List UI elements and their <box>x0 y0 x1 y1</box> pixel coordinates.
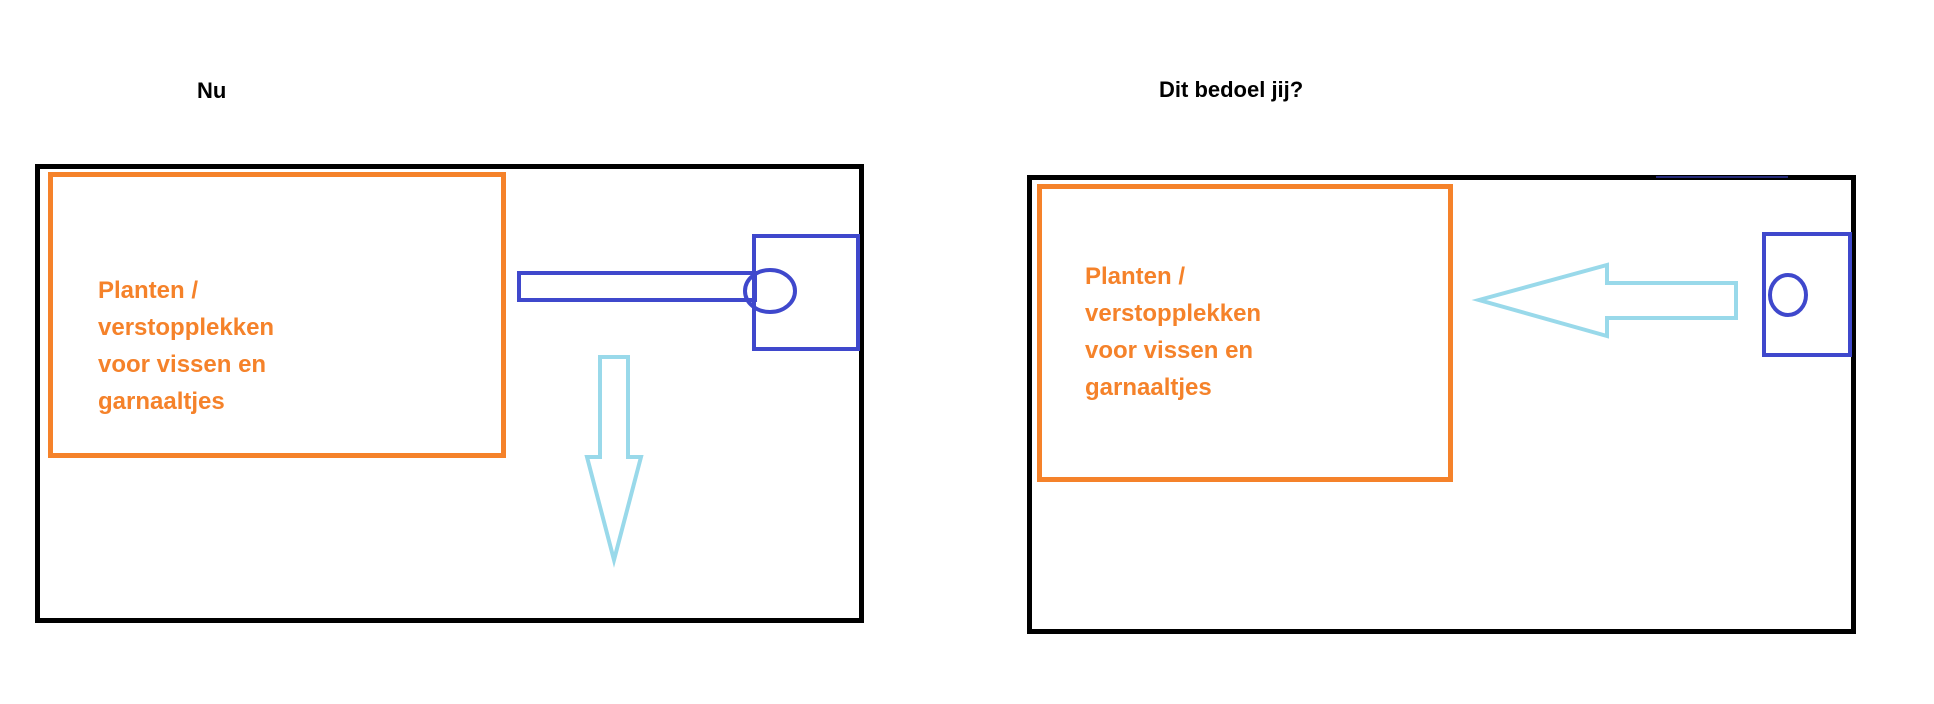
plants-area-current <box>48 172 506 458</box>
flow-arrow-down-icon <box>584 355 644 568</box>
outlet-pipe-current <box>517 271 757 302</box>
aquarium-tank-proposed <box>1027 175 1856 634</box>
plants-label-current: Planten / verstopplekken voor vissen en … <box>98 277 275 415</box>
plants-area-proposed <box>1037 184 1453 482</box>
panel-title-current: Nu <box>197 78 227 103</box>
panel-title-proposed: Dit bedoel jij? <box>1159 77 1304 102</box>
pump-intake-circle-current <box>743 268 797 314</box>
aquarium-tank-current <box>35 164 864 623</box>
flow-arrow-left-icon <box>1471 262 1738 339</box>
pump-intake-circle-proposed <box>1768 273 1808 317</box>
filter-pump-proposed <box>1762 232 1852 357</box>
plants-label-proposed: Planten / verstopplekken voor vissen en … <box>1085 263 1262 401</box>
